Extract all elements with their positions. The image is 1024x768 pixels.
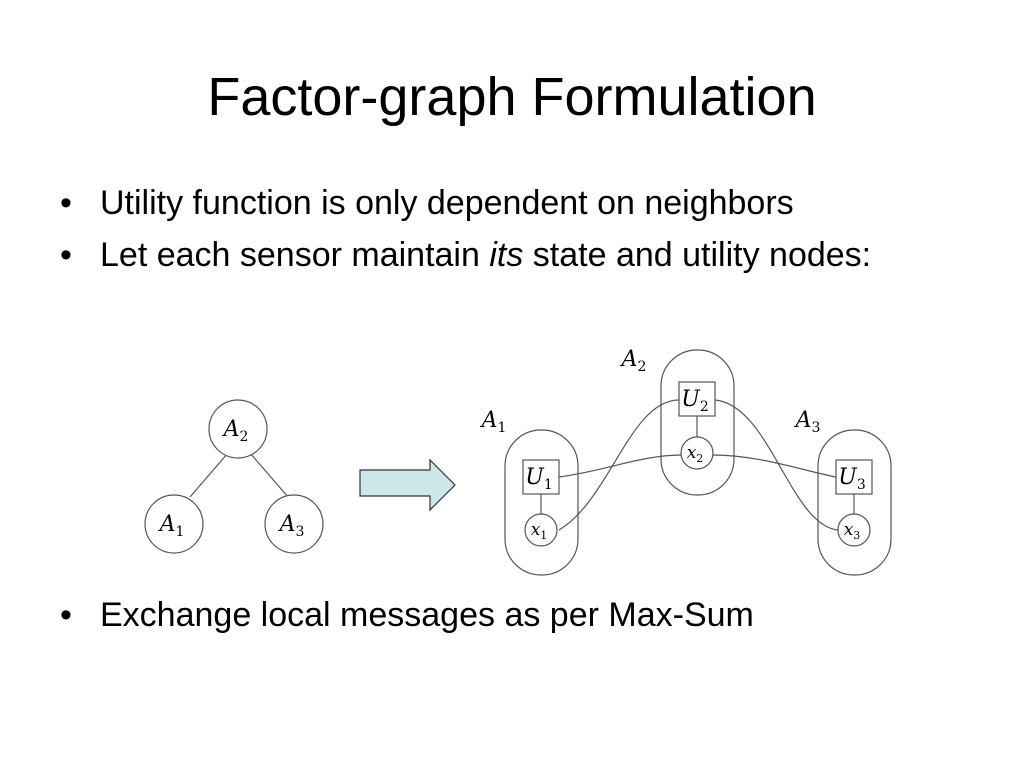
- edge-x2-u3: [710, 454, 837, 478]
- tree-node-a1: [144, 494, 204, 554]
- bullet-text: state and utility nodes:: [523, 236, 872, 274]
- tree-node-a2: [208, 399, 268, 459]
- agent-capsule-a1: [504, 429, 579, 576]
- state-label-x3: x3: [844, 520, 861, 542]
- utility-label-u1: U1: [525, 465, 552, 493]
- utility-node-u2: [678, 381, 716, 417]
- agent-capsule-a3: [817, 429, 892, 576]
- state-node-x3: [837, 513, 871, 547]
- transform-arrow: [359, 458, 456, 512]
- bullet-list-bottom: Exchange local messages as per Max-Sum: [58, 594, 958, 636]
- tree-node-a3: [264, 494, 324, 554]
- utility-label-u2: U2: [681, 387, 708, 415]
- agent-tree: [144, 399, 324, 554]
- tree-label-a2: A2: [222, 417, 249, 445]
- state-label-x1: x1: [531, 520, 548, 542]
- capsule-label-a2: A2: [620, 347, 647, 375]
- capsule-label-a3: A3: [794, 408, 821, 436]
- utility-node-u3: [835, 459, 873, 495]
- bullet-emphasis: its: [489, 236, 524, 274]
- tree-label-a1: A1: [158, 512, 185, 540]
- tree-label-a3: A3: [278, 512, 305, 540]
- bullet-text: Utility function is only dependent on ne…: [100, 184, 794, 222]
- bullet-item-sensor: Let each sensor maintain its state and u…: [58, 234, 958, 276]
- bullet-item-maxsum: Exchange local messages as per Max-Sum: [58, 594, 958, 636]
- state-node-x1: [524, 513, 558, 547]
- edge-x1-u2: [558, 399, 680, 531]
- slide-title: Factor-graph Formulation: [207, 67, 817, 127]
- utility-label-u3: U3: [838, 465, 865, 493]
- utility-node-u1: [522, 459, 560, 495]
- bullet-list: Utility function is only dependent on ne…: [58, 182, 958, 286]
- edge-u2-x3: [714, 399, 839, 531]
- capsule-label-a1: A1: [480, 408, 507, 436]
- state-label-x2: x2: [687, 443, 704, 465]
- bullet-text: Exchange local messages as per Max-Sum: [100, 596, 754, 634]
- bullet-item-utility: Utility function is only dependent on ne…: [58, 182, 958, 224]
- edge-u1-x2: [558, 454, 684, 478]
- state-node-x2: [680, 436, 714, 470]
- agent-capsule-a2: [660, 349, 735, 496]
- bullet-text: Let each sensor maintain: [100, 236, 490, 274]
